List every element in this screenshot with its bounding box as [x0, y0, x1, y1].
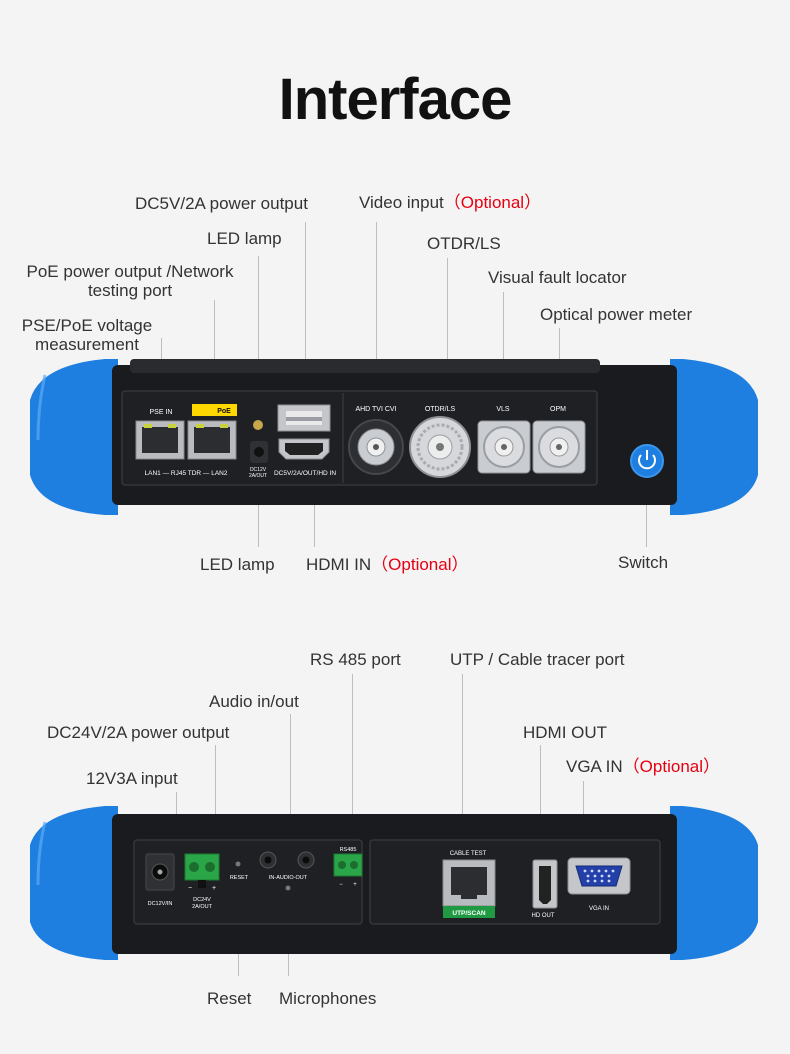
rj45-port-lan1: [135, 420, 185, 460]
svg-text:−: −: [339, 882, 343, 888]
svg-text:2A/OUT: 2A/OUT: [249, 473, 267, 479]
label-12v3a-input: 12V3A input: [86, 769, 178, 788]
bnc-video-input: [348, 419, 404, 475]
vga-in-port: [567, 857, 631, 895]
label-vga-in: VGA IN（Optional）: [566, 757, 721, 776]
top-device-image: PSE IN PoE LAN1 — RJ45 TDR — LAN2 DC12V …: [30, 359, 758, 515]
label-audio-in-out: Audio in/out: [209, 692, 299, 711]
svg-text:VLS: VLS: [496, 406, 510, 413]
svg-text:UTP/SCAN: UTP/SCAN: [452, 910, 486, 917]
label-utp-cable-tracer: UTP / Cable tracer port: [450, 650, 625, 669]
svg-text:OTDR/LS: OTDR/LS: [425, 406, 456, 413]
dc12v-input-jack: [145, 853, 175, 891]
power-icon: [638, 454, 656, 470]
microphone-icon: [285, 885, 291, 891]
svg-text:PoE: PoE: [217, 408, 231, 415]
otdr-ls-port: [409, 416, 471, 478]
rs485-terminal: [333, 853, 363, 877]
optional-tag: （Optional）: [371, 555, 469, 574]
bottom-device-image: DC12V/IN − + DC24V 2A/OUT RESET IN-AUDIO…: [30, 806, 758, 960]
svg-text:DC24V: DC24V: [193, 897, 211, 903]
led-lamp-icon: [253, 420, 263, 430]
poe-badge: [192, 404, 237, 416]
right-bumper: [670, 806, 758, 960]
svg-text:VGA IN: VGA IN: [589, 906, 609, 912]
power-switch-button: [630, 444, 664, 478]
left-bumper: [30, 806, 118, 960]
audio-in-jack: [259, 851, 277, 869]
dc24v-terminal: [184, 853, 220, 888]
optional-tag: （Optional）: [443, 193, 542, 212]
hdmi-out-port: [532, 859, 558, 909]
label-led-lamp-bottom: LED lamp: [200, 555, 275, 574]
label-video-input: Video input（Optional）: [359, 193, 542, 212]
svg-text:IN-AUDIO-OUT: IN-AUDIO-OUT: [269, 875, 308, 881]
svg-text:DC12V: DC12V: [250, 467, 267, 473]
rj45-port-lan2: [187, 420, 237, 460]
svg-text:HD OUT: HD OUT: [532, 913, 555, 919]
utp-scan-badge: [443, 906, 495, 918]
reset-hole: [235, 861, 241, 867]
label-led-lamp-top: LED lamp: [207, 229, 282, 248]
label-hdmi-in: HDMI IN（Optional）: [306, 555, 469, 574]
svg-text:OPM: OPM: [550, 406, 566, 413]
label-rs485-port: RS 485 port: [310, 650, 401, 669]
svg-text:+: +: [353, 882, 357, 888]
label-switch: Switch: [618, 553, 669, 572]
pse-in-text: PSE IN: [150, 409, 173, 416]
page-title: Interface: [278, 67, 513, 132]
svg-text:LAN1 — RJ45 TDR — LAN2: LAN1 — RJ45 TDR — LAN2: [145, 470, 228, 477]
svg-text:+: +: [212, 885, 216, 892]
label-visual-fault-locator: Visual fault locator: [488, 268, 627, 287]
label-microphones: Microphones: [279, 989, 377, 1008]
svg-text:AHD TVI CVI: AHD TVI CVI: [355, 406, 396, 413]
right-bumper: [670, 359, 758, 515]
audio-out-jack: [297, 851, 315, 869]
label-dc24v-power-output: DC24V/2A power output: [47, 723, 230, 742]
label-dc5v-power-output: DC5V/2A power output: [135, 194, 308, 213]
svg-text:2A/OUT: 2A/OUT: [192, 904, 213, 910]
usb-port: [277, 404, 331, 432]
label-reset: Reset: [207, 989, 252, 1008]
svg-text:DC12V/IN: DC12V/IN: [148, 901, 173, 907]
optional-tag: （Optional）: [622, 757, 721, 776]
left-bumper: [30, 359, 118, 515]
svg-text:RS485: RS485: [340, 847, 357, 853]
label-otdr-ls: OTDR/LS: [427, 234, 501, 253]
svg-text:RESET: RESET: [230, 875, 249, 881]
svg-text:DC5V/2A/OUT/HD IN: DC5V/2A/OUT/HD IN: [274, 470, 336, 477]
opm-port: [532, 420, 586, 474]
svg-text:CABLE TEST: CABLE TEST: [450, 851, 487, 857]
label-optical-power-meter: Optical power meter: [540, 305, 693, 324]
svg-text:−: −: [188, 885, 192, 892]
vls-port: [477, 420, 531, 474]
label-hdmi-out: HDMI OUT: [523, 723, 608, 742]
hdmi-in-port: [278, 438, 330, 460]
utp-rj45-port: [442, 859, 496, 907]
